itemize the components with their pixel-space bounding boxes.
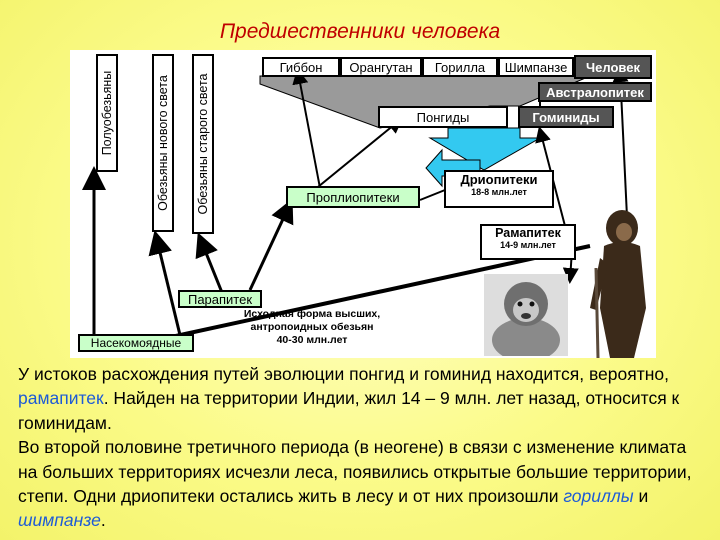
prosimians-box: Полуобезьяны [96,54,118,172]
text-and: и [633,486,649,507]
orangutan-box: Орангутан [340,57,422,77]
hominid-figure [590,210,646,358]
ancestral-form-line-1: Исходная форма высших, [243,308,381,320]
dryopithecus-age: 18-8 млн.лет [471,187,527,197]
dryopithecus-name: Дриопитеки [460,172,538,187]
gibbon-box: Гиббон [262,57,340,77]
old-world-monkeys-box: Обезьяны старого света [192,54,214,234]
description-text: У истоков расхождения путей эволюции пон… [18,362,708,533]
diagram-lines [82,66,631,344]
new-world-monkeys-label: Обезьяны нового света [156,75,170,211]
ramapithecus-box: Рамапитек 14-9 млн.лет [480,224,576,260]
old-world-monkeys-label: Обезьяны старого света [196,73,210,215]
text-p1-a: У истоков расхождения путей эволюции пон… [18,364,669,384]
ancestral-form-line-3: 40-30 млн.лет [276,334,348,346]
ancestral-form-caption: Исходная форма высших, антропоидных обез… [202,308,422,347]
pongids-box: Понгиды [378,106,508,128]
text-p1-b: . Найден на территории Индии, жил 14 – 9… [18,388,680,433]
text-end: . [100,510,106,531]
ancestral-form-line-2: антропоидных обезьян [250,321,374,333]
text-p2-a: Во второй половине третичного периода (в… [18,437,692,507]
main-trunk [147,244,591,344]
primate-photo [484,274,568,356]
propliopithecus-box: Проплиопитеки [286,186,420,208]
chimpanzee-box: Шимпанзе [498,57,574,77]
prosimians-label: Полуобезьяны [100,70,114,156]
australopithecus-box: Австралопитек [538,82,652,102]
hominids-box: Гоминиды [518,106,614,128]
new-world-monkeys-box: Обезьяны нового света [152,54,174,232]
evolution-diagram: Полуобезьяны Обезьяны нового света Обезь… [70,50,656,358]
ramapithecus-age: 14-9 млн.лет [500,240,556,250]
page-title: Предшественники человека [219,20,501,43]
insectivores-box: Насекомоядные [78,334,194,352]
dryopithecus-box: Дриопитеки 18-8 млн.лет [444,170,554,208]
ramapithecus-name: Рамапитек [495,226,561,240]
text-ramapithecus-link: рамапитек [18,388,104,409]
text-chimpanzees: шимпанзе [18,510,101,531]
parapithecus-box: Парапитек [178,290,262,308]
gorilla-box: Горилла [422,57,498,77]
text-gorillas: гориллы [563,486,634,507]
human-box: Человек [574,55,652,79]
